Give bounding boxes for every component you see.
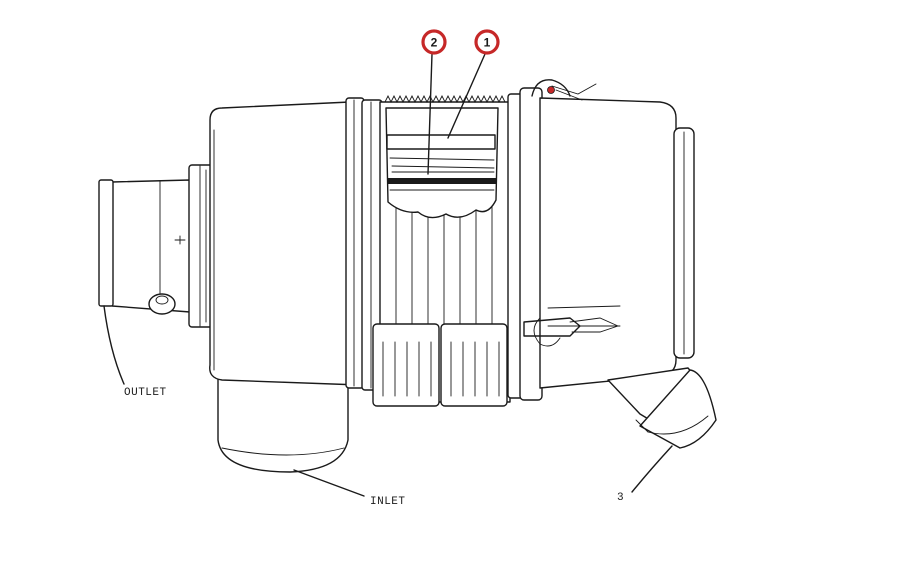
- callout-2-number: 2: [431, 36, 438, 50]
- outlet-pipe: [98, 179, 191, 315]
- vacuator-valve: [607, 367, 717, 449]
- lower-clamp-blocks: [372, 323, 508, 407]
- outlet-flange: [188, 164, 214, 328]
- top-latch: [531, 79, 597, 101]
- callout-1: 1: [474, 29, 500, 55]
- inlet-label: INLET: [370, 496, 406, 508]
- right-flange: [507, 87, 543, 401]
- filter-cutaway: [385, 107, 499, 219]
- main-body-left: [209, 101, 361, 386]
- callout-1-number: 1: [484, 36, 491, 50]
- outlet-label: OUTLET: [124, 387, 167, 399]
- filter-seal-band: [388, 178, 496, 184]
- latch-indicator: [547, 86, 555, 94]
- leader-lines: [103, 53, 673, 497]
- part-3-label: 3: [617, 492, 624, 504]
- end-cover: [539, 97, 695, 389]
- clamp-bands: [345, 97, 383, 391]
- bottom-latch: [523, 317, 619, 347]
- callout-2: 2: [421, 29, 447, 55]
